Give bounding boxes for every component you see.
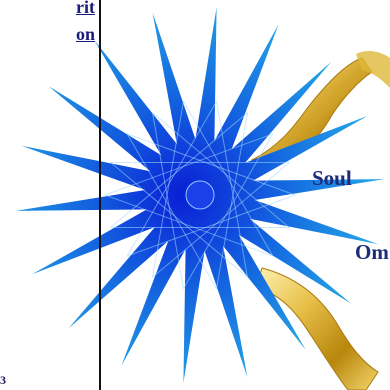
left-column: rit on 3 (0, 0, 99, 390)
om-label: Om (355, 240, 389, 264)
star-center (186, 181, 214, 209)
soul-label: Soul (312, 166, 352, 190)
gold-tube-upper-icon (252, 58, 372, 168)
column-divider (99, 0, 101, 390)
page-number: 3 (0, 374, 6, 386)
gold-tube-lower-icon (256, 268, 378, 390)
heading-line-2: on (76, 21, 95, 48)
heading-line-1: rit (76, 0, 95, 21)
heading-link[interactable]: rit on (76, 0, 95, 48)
